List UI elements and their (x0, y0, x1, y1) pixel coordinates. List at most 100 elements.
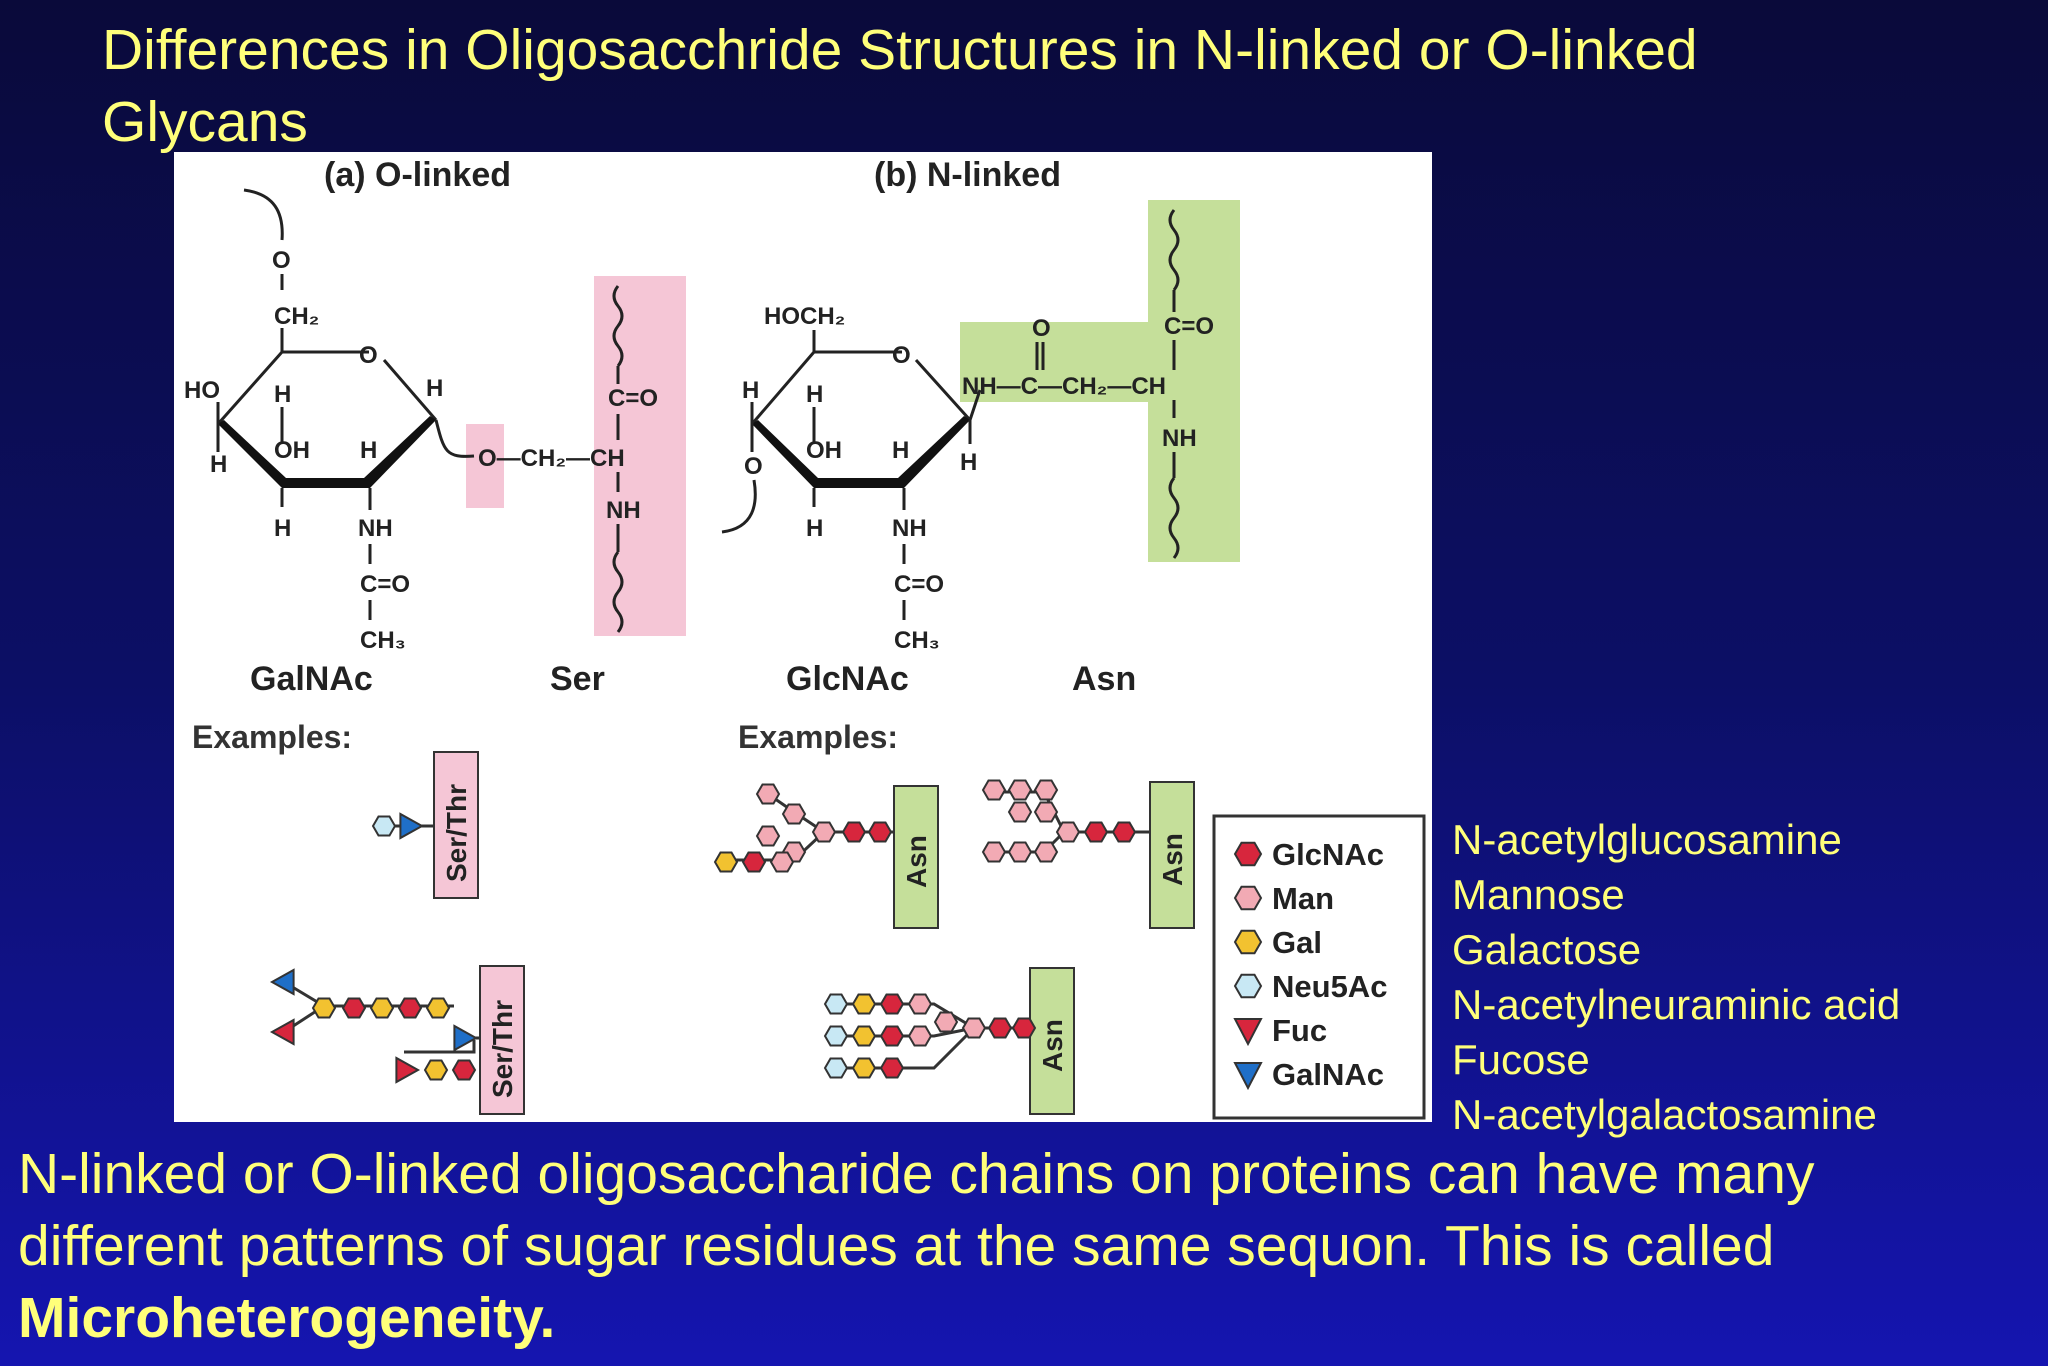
legend-abbr: Neu5Ac (1272, 969, 1387, 1004)
sugar-hexagon (369, 997, 395, 1019)
asn-label-1: Asn (901, 835, 932, 888)
b-ring-bold-edge (752, 416, 970, 488)
legend-abbr: GlcNAc (1272, 837, 1384, 872)
sugar-hexagon (933, 1011, 959, 1033)
b-c-eq-o: C=O (894, 571, 944, 598)
sugar-triangle (269, 1018, 295, 1046)
sugar-hexagon (425, 997, 451, 1019)
b-carbonyl-o: O (1032, 315, 1051, 342)
b-aminoacid-label: Asn (1072, 660, 1136, 698)
legend-symbol (1233, 841, 1263, 867)
legend-abbr: Gal (1272, 925, 1322, 960)
sugar-hexagon (341, 997, 367, 1019)
sugar-hexagon (741, 851, 767, 873)
b-o-left: O (744, 453, 763, 480)
b-h-right: H (960, 449, 977, 476)
legend-name: N-acetylgalactosamine (1452, 1091, 1877, 1138)
legend-abbr: Man (1272, 881, 1334, 916)
bottom-text: N-linked or O-linked oligosaccharide cha… (18, 1138, 2028, 1354)
legend-name: Fucose (1452, 1036, 1590, 1083)
glycan-examples (269, 779, 1150, 1084)
glycan-figure: (a) O-linked O CH₂ O HO H H OH H H H NH … (174, 152, 1432, 1122)
a-ch2: CH₂ (274, 303, 319, 330)
sugar-triangle (269, 968, 295, 996)
sugar-hexagon (981, 779, 1007, 801)
sugar-hexagon (1007, 801, 1033, 823)
sugar-hexagon (1007, 779, 1033, 801)
sugar-hexagon (987, 1017, 1013, 1039)
a-ch3: CH₃ (360, 627, 406, 654)
a-ser-nh: NH (606, 497, 641, 524)
sugar-hexagon (823, 1057, 849, 1079)
a-c-eq-o: C=O (360, 571, 410, 598)
sugar-hexagon (981, 841, 1007, 863)
sugar-hexagon (823, 1025, 849, 1047)
sugar-hexagon (755, 825, 781, 847)
sugar-hexagon (1033, 801, 1059, 823)
legend-symbol (1233, 973, 1263, 999)
sugar-hexagon (371, 815, 397, 837)
b-sugar-label: GlcNAc (786, 660, 909, 698)
sugar-hexagon (879, 993, 905, 1015)
sugar-hexagon (1011, 1017, 1037, 1039)
sugar-hexagon (851, 1057, 877, 1079)
panel-b-label: (b) N-linked (874, 156, 1061, 194)
legend-name: N-acetylglucosamine (1452, 816, 1842, 863)
a-sugar-label: GalNAc (250, 660, 373, 698)
b-asn-c-eq-o: C=O (1164, 313, 1214, 340)
a-ring-o: O (359, 342, 378, 369)
sugar-hexagon (811, 821, 837, 843)
a-aminoacid-label: Ser (550, 660, 605, 698)
b-h-left: H (742, 377, 759, 404)
legend-symbol (1233, 885, 1263, 911)
sugar-hexagon (879, 1025, 905, 1047)
a-ho: HO (184, 377, 220, 404)
a-chain-curve (243, 188, 284, 241)
b-h-mid: H (892, 437, 909, 464)
sugar-hexagon (879, 1057, 905, 1079)
sugar-hexagon (397, 997, 423, 1019)
a-examples-label: Examples: (192, 719, 352, 755)
sugar-hexagon (769, 851, 795, 873)
a-o-ch2-ch: O—CH₂—CH (478, 445, 625, 472)
sugar-hexagon (781, 803, 807, 825)
asn-label-2: Asn (1157, 833, 1188, 886)
a-oh: OH (274, 437, 310, 464)
b-examples-label: Examples: (738, 719, 898, 755)
b-ring-o: O (892, 342, 911, 369)
a-h-top: H (274, 381, 291, 408)
b-h-bottom: H (806, 515, 823, 542)
legend-symbol (1233, 929, 1263, 955)
sugar-hexagon (423, 1059, 449, 1081)
sugar-hexagon (907, 1025, 933, 1047)
sugar-triangle (399, 812, 425, 840)
ser-box (594, 276, 686, 636)
ser-thr-label-1: Ser/Thr (441, 784, 472, 882)
legend-abbr: Fuc (1272, 1013, 1327, 1048)
sugar-hexagon (1111, 821, 1137, 843)
legend-name: N-acetylneuraminic acid (1452, 981, 1901, 1028)
legend-name: Mannose (1452, 871, 1625, 918)
legend-symbol (1233, 1018, 1263, 1047)
body-text: N-linked or O-linked oligosaccharide cha… (18, 1142, 1815, 1278)
sugar-hexagon (1055, 821, 1081, 843)
sugar-hexagon (713, 851, 739, 873)
sugar-hexagon (961, 1017, 987, 1039)
legend-name: Galactose (1452, 926, 1642, 973)
b-nh: NH (892, 515, 927, 542)
b-oh: OH (806, 437, 842, 464)
legend-abbr: GalNAc (1272, 1057, 1384, 1092)
legend-full-names: N-acetylglucosamine Mannose Galactose N-… (1452, 812, 2012, 1142)
a-ring-bold-edge (218, 416, 436, 488)
sugar-hexagon (851, 1025, 877, 1047)
sugar-hexagon (867, 821, 893, 843)
panel-a-label: (a) O-linked (324, 156, 511, 194)
a-ser-c-eq-o: C=O (608, 385, 658, 412)
ser-thr-bar-1: Ser/Thr (433, 751, 479, 899)
b-nh-c-ch2-ch: NH—C—CH₂—CH (962, 373, 1166, 400)
sugar-hexagon (755, 783, 781, 805)
asn-label-3: Asn (1037, 1019, 1068, 1072)
legend-symbol (1233, 1062, 1263, 1091)
ser-thr-bar-2: Ser/Thr (479, 965, 525, 1115)
